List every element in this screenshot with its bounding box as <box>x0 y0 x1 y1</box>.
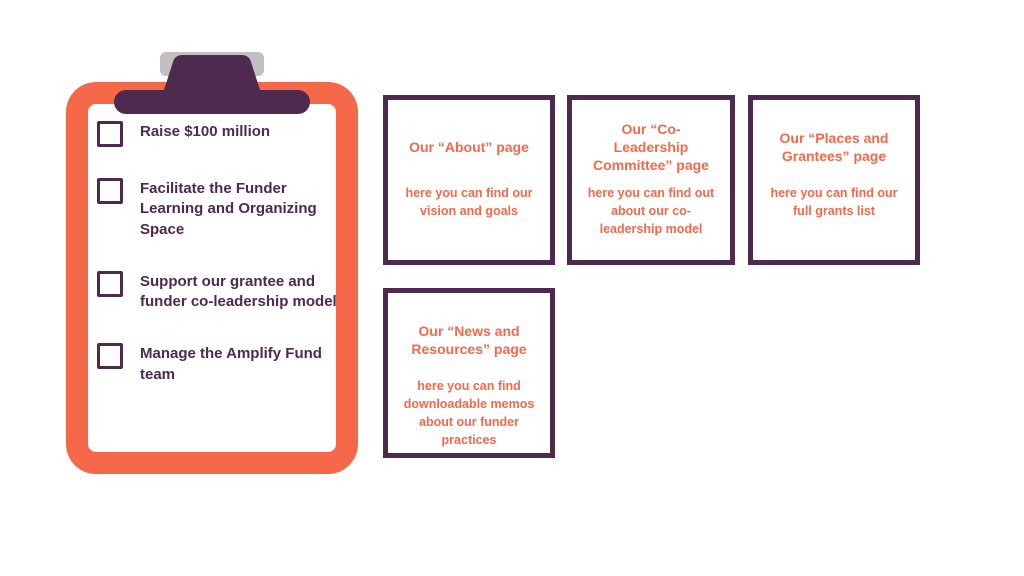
clipboard-illustration <box>66 52 358 476</box>
checkbox <box>97 270 123 297</box>
checklist-item-label: Manage the Amplify Fund team <box>140 345 322 383</box>
card-body: here you can find downloadable memos abo… <box>403 379 535 448</box>
checkbox <box>97 121 123 147</box>
checkbox <box>97 343 123 370</box>
checklist-item-label: Facilitate the Funder Learning and Organ… <box>140 180 317 238</box>
checklist-item: Manage the Amplify Fund team <box>97 343 341 385</box>
card-coleadership-committee-page: Our “Co-Leadership Committee” page here … <box>567 95 735 265</box>
card-news-and-resources-page: Our “News and Resources” page here you c… <box>383 288 555 458</box>
checklist-item: Facilitate the Funder Learning and Organ… <box>97 178 341 240</box>
card-places-and-grantees-page: Our “Places and Grantees” page here you … <box>748 95 920 265</box>
card-title: Our “News and Resources” page <box>411 322 527 357</box>
checklist-item: Support our grantee and funder co-leader… <box>97 270 341 313</box>
card-body: here you can find out about our co-leade… <box>587 186 715 237</box>
card-body: here you can find our vision and goals <box>405 186 533 219</box>
card-body: here you can find our full grants list <box>770 186 898 219</box>
checklist-item: Raise $100 million <box>97 121 341 147</box>
card-about-page: Our “About” page here you can find our v… <box>383 95 555 265</box>
card-title: Our “Co-Leadership Committee” page <box>593 120 709 174</box>
card-title: Our “About” page <box>409 138 529 155</box>
checklist-item-label: Raise $100 million <box>140 123 271 140</box>
card-title: Our “Places and Grantees” page <box>779 129 889 164</box>
checklist: Raise $100 million Facilitate the Funder… <box>97 121 341 385</box>
clipboard-clip-icon <box>114 52 310 114</box>
checkbox <box>97 178 123 204</box>
clipboard-paper <box>88 104 336 452</box>
checklist-item-label: Support our grantee and funder co-leader… <box>140 272 337 310</box>
